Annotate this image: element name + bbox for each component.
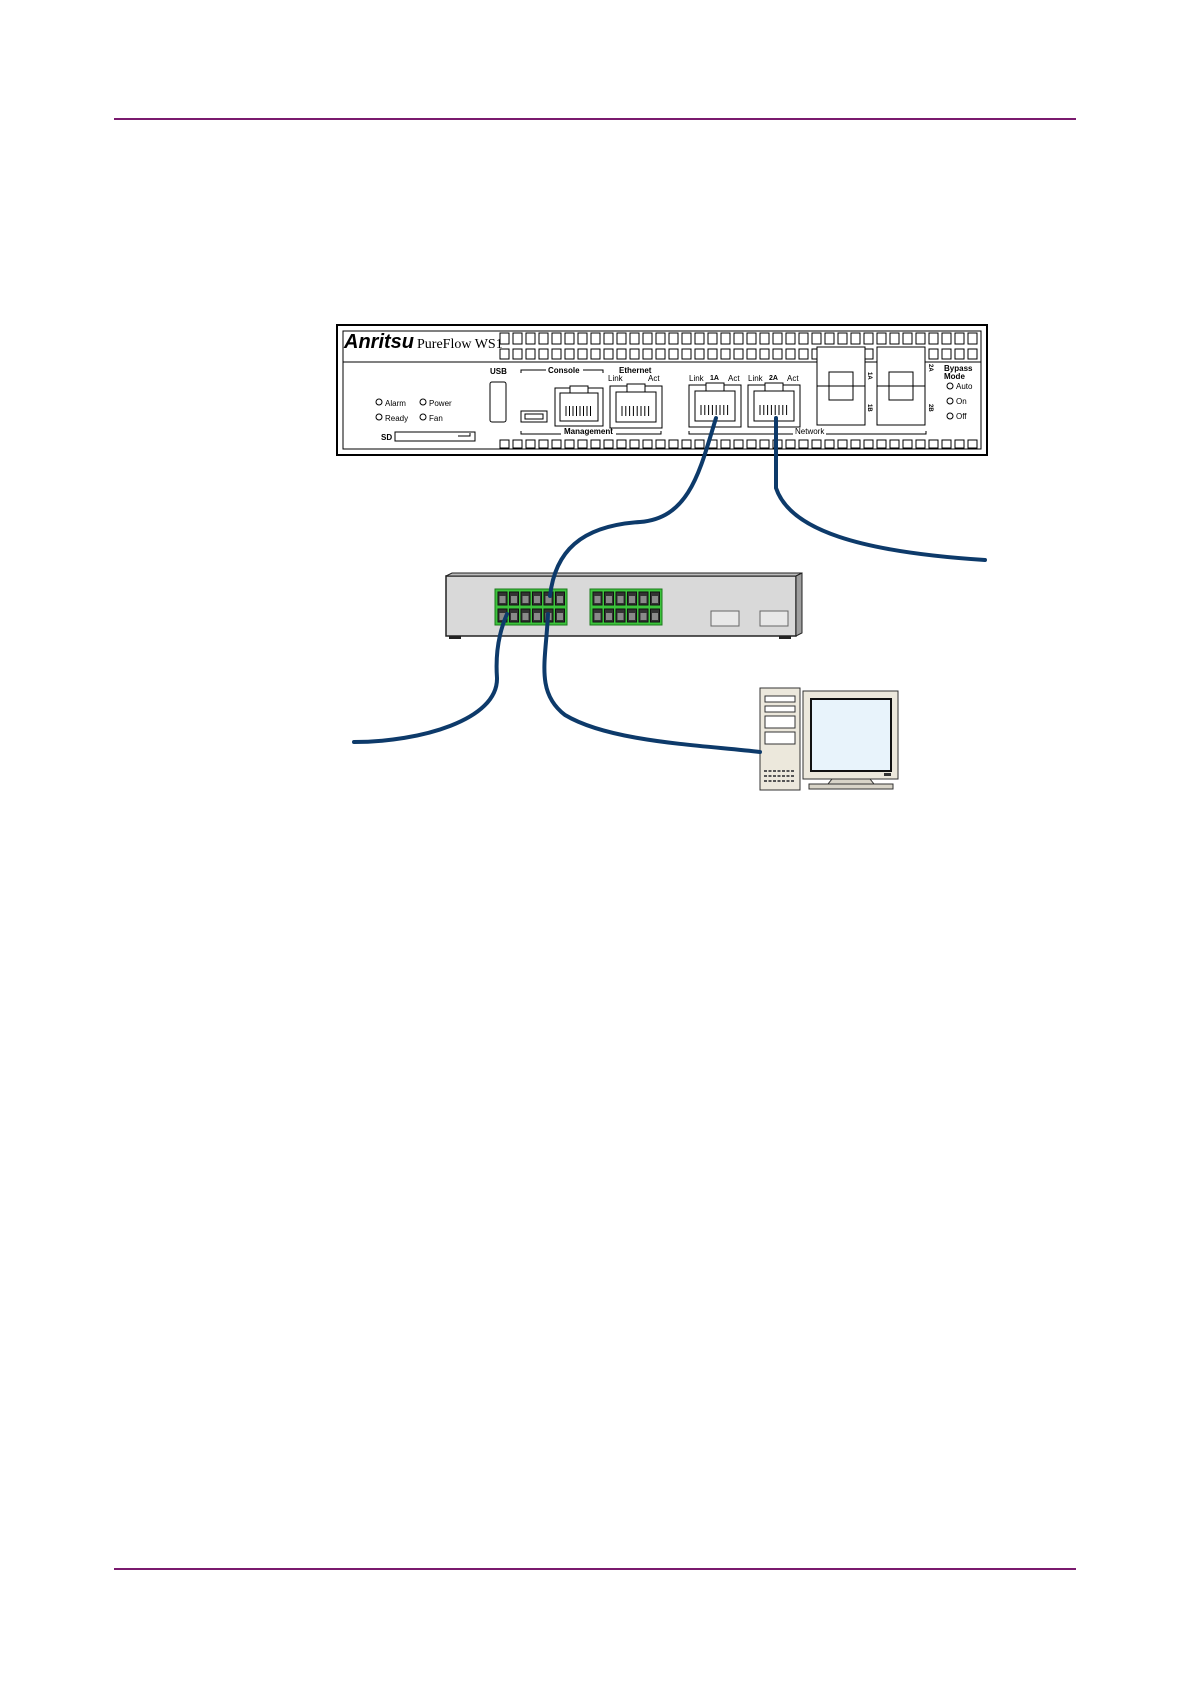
management-label: Management: [564, 427, 613, 436]
console-label: Console: [548, 366, 580, 375]
sfp-1a-label: 1A: [866, 372, 872, 380]
bypass-on-label: On: [956, 397, 967, 406]
mgmt-link-label: Link: [608, 374, 624, 383]
port1-id-label: 1A: [710, 375, 719, 382]
mgmt-act-label: Act: [648, 374, 660, 383]
led-power-label: Power: [429, 399, 452, 408]
bypass-auto-label: Auto: [956, 382, 973, 391]
led-alarm-label: Alarm: [385, 399, 406, 408]
usb-label: USB: [490, 367, 507, 376]
mode-label: Mode: [944, 372, 965, 381]
sfp-2b-label: 2B: [927, 404, 933, 412]
sd-label: SD: [381, 433, 392, 442]
model-name: PureFlow WS1: [417, 337, 503, 352]
network-label: Network: [795, 427, 825, 436]
led-ready-label: Ready: [385, 414, 408, 423]
switch-uplink-slot-2: [760, 611, 788, 626]
desktop-computer-icon: [760, 688, 898, 790]
port1-link-label: Link: [689, 374, 705, 383]
brand-logo: Anritsu: [343, 331, 414, 353]
traffic-shaper-device-icon: Anritsu PureFlow WS1 Alarm Power Ready F…: [337, 325, 987, 455]
port2-act-label: Act: [787, 374, 799, 383]
rj45-console-port: [555, 386, 603, 426]
port2-link-label: Link: [748, 374, 764, 383]
sfp-1b-label: 1B: [866, 404, 872, 412]
sfp-2a-label: 2A: [927, 364, 933, 372]
usb-port: [490, 382, 506, 422]
rj45-ethernet-port: [610, 384, 662, 428]
port1-act-label: Act: [728, 374, 740, 383]
network-switch-icon: [446, 573, 802, 639]
switch-uplink-slot-1: [711, 611, 739, 626]
port2-id-label: 2A: [769, 375, 778, 382]
bottom-vents: [500, 440, 977, 448]
ethernet-label: Ethernet: [619, 366, 652, 375]
led-fan-label: Fan: [429, 414, 443, 423]
bypass-off-label: Off: [956, 412, 967, 421]
